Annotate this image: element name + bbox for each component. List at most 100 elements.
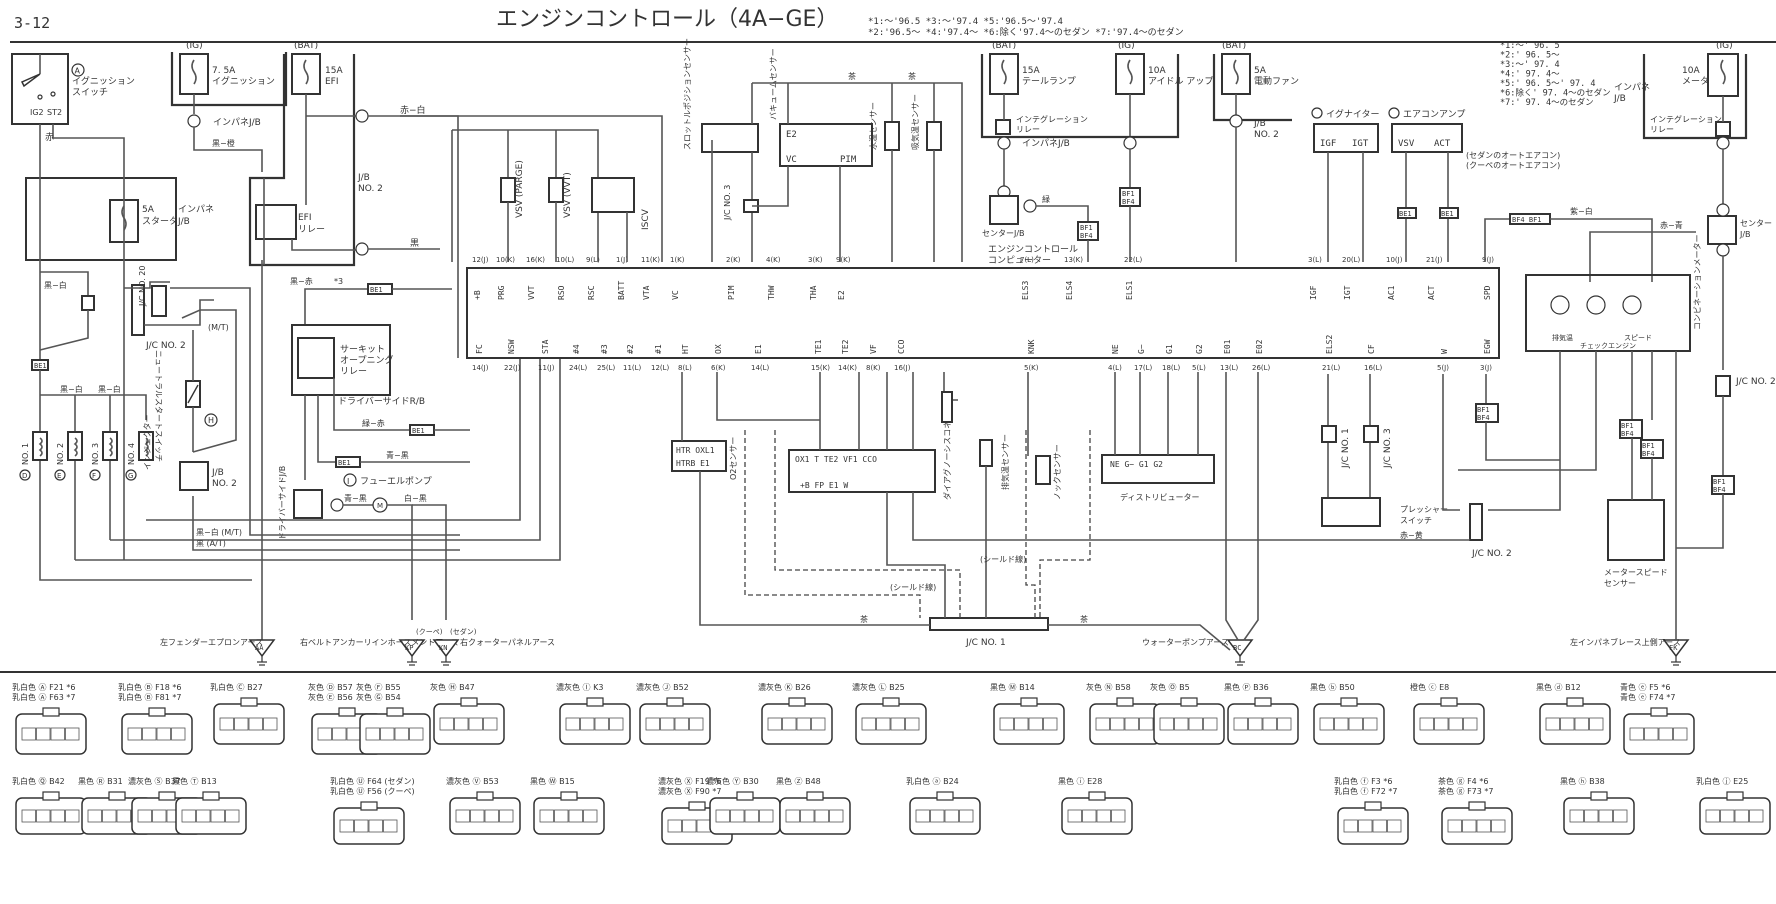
diag-bottom-pins: +B FP E1 W (800, 481, 848, 490)
instr-jb-label: インパネJ/B (213, 117, 261, 128)
connector-be1-13: BE1 (338, 459, 351, 467)
connector-be1-16: BE1 (1399, 210, 1412, 218)
connector-legend-label: 濃灰色 Ⓥ B53 (446, 776, 499, 786)
jb-no2-label-5: J/B (1253, 119, 1266, 129)
connector-legend-item: 茶色 ⓖ F4 *6茶色 ⓖ F73 *7 (1438, 776, 1513, 845)
instr-jb-label-2: J/B (177, 217, 190, 227)
connector-latch (42, 707, 60, 717)
ecu-terminal-top: 20(L) (1342, 256, 1361, 264)
header-notes-line2: *2:'96.5〜 *4:'97.4〜 *6:除く'97.4〜のセダン *7:'… (868, 26, 1184, 38)
fuel-pump-label: フューエルポンプ (360, 476, 432, 487)
injector-coil (32, 431, 48, 461)
jc2-label-left: J/C NO. 2 (145, 341, 186, 351)
ecu-pin-bottom: TE1 (814, 339, 823, 354)
connector-latch (460, 697, 478, 707)
ignition-switch-label-1: イグニッション (72, 75, 135, 87)
connector-legend-label: 乳白色 Ⓐ F21 *6 (12, 682, 76, 692)
ecu-terminal-bottom: 14(L) (751, 364, 770, 372)
connector-bf1-a: BF1 (1080, 224, 1093, 232)
ecu-label-1: エンジンコントロール (988, 245, 1078, 255)
wire-black-white-3: 黒−白 (98, 384, 121, 394)
ground-code: KN (439, 644, 447, 652)
ecu-pin-bottom: #4 (572, 344, 581, 354)
circuit-relay-label-3: リレー (340, 367, 367, 377)
jb-no2-label-2: NO. 2 (358, 184, 383, 194)
ground-icon (398, 639, 426, 658)
ecu-pin-top: PRG (497, 285, 506, 300)
wire-mt: (M/T) (208, 323, 229, 332)
injector-number: NO. 1 (21, 443, 30, 465)
igniter-igf: IGF (1320, 139, 1336, 149)
connector-legend-label: 濃灰色 Ⓢ B37 (128, 776, 181, 786)
connector-bf1-b: BF1 (1122, 190, 1135, 198)
ecu-terminal-top: 3(K) (808, 256, 823, 264)
fuse-efi-rating: 15A (325, 66, 343, 76)
connector-latch (386, 707, 404, 717)
ecu-pin-top: ELS3 (1021, 281, 1030, 300)
connector-bf1-f: BF1 (1477, 406, 1490, 414)
connector-latch (1340, 697, 1358, 707)
connector-legend-label: 乳白色 Ⓑ F81 *7 (118, 692, 182, 702)
connector-legend-label: 黒色 ⓗ B38 (1560, 776, 1605, 786)
ecu-terminal-bottom: 24(L) (569, 364, 588, 372)
letter-h: H (208, 416, 214, 425)
connector-bf1-e: BF1 (1642, 442, 1655, 450)
efi-relay-label-2: リレー (298, 225, 325, 235)
connector-legend-item: 灰色 Ⓞ B5 (1150, 682, 1225, 745)
pressure-switch-label-1: プレッシャー (1400, 505, 1448, 514)
harness-lines (75, 260, 561, 640)
wire-black-red-1: 黒−赤 (290, 277, 313, 286)
diag-connector-label: ダイアグノーシスコネクター (942, 397, 952, 500)
integration-relay-label-4: リレー (1650, 125, 1674, 134)
power-bat-2: (BAT) (992, 41, 1016, 51)
connector-legend-item: 青色 ⓔ F5 *6青色 ⓔ F74 *7 (1620, 682, 1695, 755)
wire-red-blue: 赤−青 (1660, 220, 1683, 230)
injector-letter: D (22, 472, 27, 480)
connector-bf4-b: BF4 (1122, 198, 1135, 206)
ecu-pin-top: +B (473, 290, 482, 300)
letter-a: A (75, 67, 81, 76)
connector-bf4-bf1: BF4 BF1 (1512, 216, 1542, 224)
ecu-terminal-bottom: 26(L) (1252, 364, 1271, 372)
intake-temp-label: 吸気温センサー (910, 94, 920, 150)
connector-legend-label: 橙色 ⓒ E8 (1410, 682, 1449, 692)
wire-black-efi: 黒 (410, 238, 419, 249)
ecu-pin-bottom: HT (681, 344, 690, 354)
connector-legend-label: 灰色 Ⓝ B58 (1086, 682, 1131, 692)
power-ig-1: (IG) (186, 41, 203, 51)
coil-icon (73, 437, 78, 457)
ecu-terminal-top: 21(J) (1426, 256, 1443, 264)
combination-meter: 排気温 チェックエンジン スピード コンビネーションメーター BF1 BF4 B… (1458, 234, 1702, 640)
integration-relay-label-3: インテグレーション (1650, 114, 1722, 124)
ecu-pin-bottom: CF (1367, 344, 1376, 354)
ecu-label-2: コンピューター (988, 255, 1051, 266)
vsv-vvt-label: VSV (VVT) (563, 172, 573, 218)
connector-legend-item: 濃灰色 Ⓨ B30 (706, 776, 781, 835)
ecu-pin-top: PIM (727, 285, 736, 300)
ecu-terminal-top: 10(J) (1386, 256, 1403, 264)
ecu-terminal-bottom: 15(K) (811, 364, 830, 372)
ecu-terminal-top: 12(J) (472, 256, 489, 264)
driver-jb-label: ドライバーサイドJ/B (278, 466, 287, 540)
connector-latch (1254, 697, 1272, 707)
fuel-pump-block: ドライバーサイドJ/B M I フューエルポンプ 青−黒 白−黒 (278, 466, 447, 620)
neutral-switch-label: ニュートラルスタートスイッチ (154, 350, 163, 462)
vacuum-sensor-label: バキュームセンサー (769, 48, 778, 120)
ecu-terminal-bottom: 4(L) (1108, 364, 1122, 372)
ecu-pin-top: VC (671, 290, 680, 300)
ecu-terminal-top: 13(K) (1064, 256, 1083, 264)
connector-bf4-e: BF4 (1642, 450, 1655, 458)
connector-be1-a: BE1 (34, 362, 47, 370)
injector-number: NO. 4 (127, 443, 136, 465)
connector-legend-label: 濃灰色 Ⓛ B25 (852, 682, 905, 692)
fuse-ignition-block: (IG) 7. 5A イグニッション インパネJ/B 黒−橙 (170, 41, 288, 172)
meter-lamp-exhaust: 排気温 (1552, 333, 1573, 342)
jb-no2-label-1: J/B (357, 173, 370, 183)
connector-latch (586, 697, 604, 707)
connector-bf4-d: BF4 (1621, 430, 1634, 438)
ecu-pin-top: THA (809, 285, 818, 300)
